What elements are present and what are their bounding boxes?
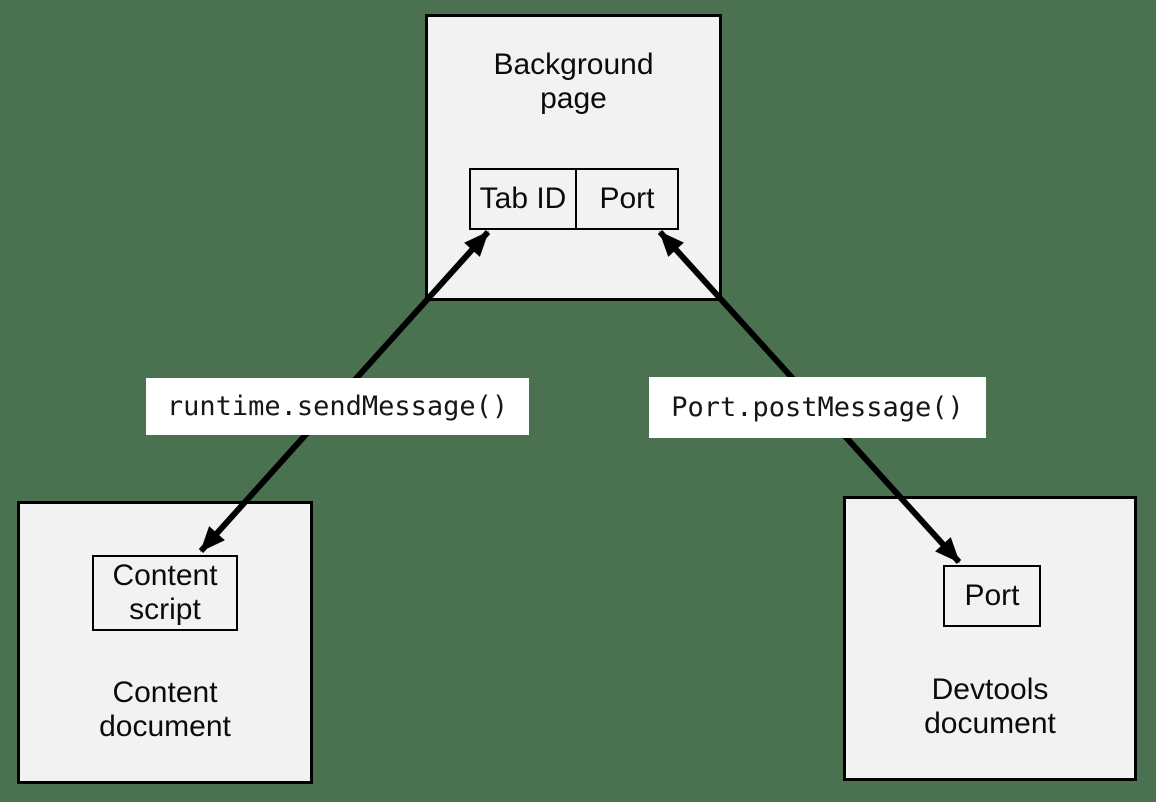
runtime-sendmessage-label: runtime.sendMessage(): [146, 378, 529, 435]
tab-id-cell: Tab ID: [471, 170, 577, 228]
background-page-node: Background page Tab ID Port: [425, 14, 722, 301]
port-postmessage-label: Port.postMessage(): [649, 377, 986, 438]
content-script-box: Content script: [92, 555, 238, 631]
devtools-document-title: Devtools document: [924, 673, 1056, 740]
background-page-title: Background page: [493, 48, 654, 115]
devtools-document-node: Port Devtools document: [843, 496, 1137, 781]
port-cell: Port: [599, 182, 655, 215]
content-document-title: Content document: [99, 676, 231, 743]
tab-port-table: Tab ID Port: [469, 168, 679, 230]
devtools-port-box: Port: [943, 565, 1041, 627]
content-document-node: Content script Content document: [17, 501, 313, 784]
